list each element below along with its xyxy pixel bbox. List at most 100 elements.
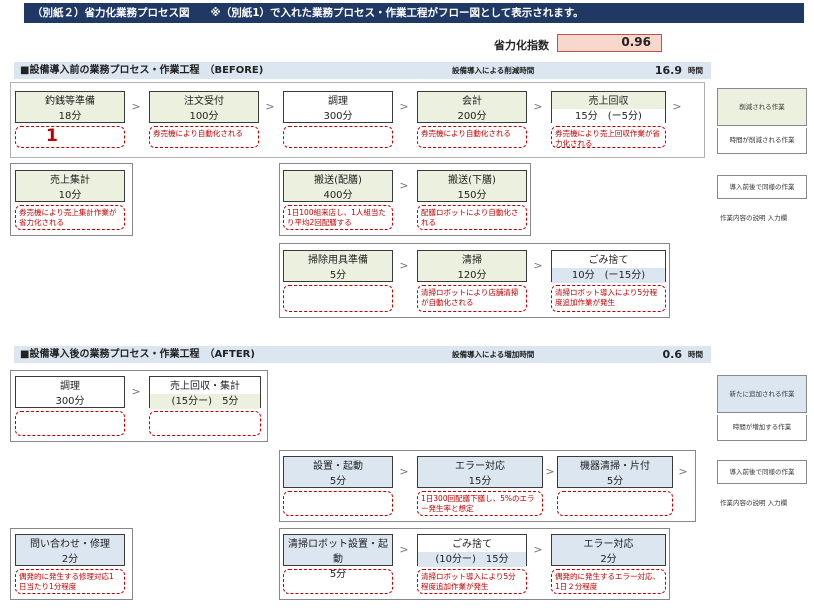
before-value: 16.9 <box>654 64 682 77</box>
before-title: ■設備導入前の業務プロセス・作業工程 （BEFORE) <box>20 65 264 76</box>
after-step-box: 調理 300分 <box>15 376 125 408</box>
before-step-box: 注文受付 100分 <box>149 91 259 123</box>
after-step-box: エラー対応 15分 <box>417 456 543 488</box>
after-row2-frame <box>279 450 696 522</box>
step-time: (15分ー) 5分 <box>150 394 260 409</box>
flow-arrow: > <box>399 259 409 272</box>
before-row3-frame <box>279 243 670 318</box>
step-time: 100分 <box>189 111 219 122</box>
legend-added-work: 新たに追加される作業 <box>717 375 807 413</box>
before-step-note[interactable]: 券売機により自動化される <box>417 126 527 148</box>
step-time: 5分 <box>329 270 347 281</box>
before-step-note[interactable]: 券売機により自動化される <box>149 126 259 148</box>
before-step-box: 調理 300分 <box>283 91 393 123</box>
after-title: ■設備導入後の業務プロセス・作業工程 （AFTER) <box>20 349 255 360</box>
flow-arrow: > <box>265 100 275 113</box>
step-time: 400分 <box>323 190 353 201</box>
flow-arrow: > <box>399 465 409 478</box>
step-name: 売上回収・集計 <box>150 377 260 394</box>
step-name: 釣銭等準備 <box>45 96 95 107</box>
step-name: 設置・起動 <box>313 461 363 472</box>
before-step-note[interactable]: 1 <box>15 126 125 148</box>
before-step-note[interactable]: 券売機により売上回収作業が省力化される <box>551 126 666 148</box>
before-step-box: 搬送(配膳) 400分 <box>283 170 393 202</box>
before-step-note[interactable] <box>283 285 393 312</box>
step-name: 調理 <box>328 96 348 107</box>
before-step-note[interactable]: 券売機により売上集計作業が省力化される <box>15 205 125 230</box>
after-step-note[interactable] <box>283 491 393 516</box>
after-step-note[interactable] <box>149 411 261 436</box>
before-step-note[interactable] <box>283 126 393 148</box>
after-row1-frame <box>10 370 268 442</box>
flow-arrow: > <box>545 465 555 478</box>
step-time: 18分 <box>58 111 82 122</box>
flow-arrow: > <box>672 100 682 113</box>
step-time: 5分 <box>606 476 624 487</box>
flow-arrow: > <box>131 100 141 113</box>
after-step-note[interactable]: 偶発的に発生するエラー対応、1日２分程度 <box>551 569 666 594</box>
before-step-box: 搬送(下膳) 150分 <box>417 170 527 202</box>
after-value: 0.6 <box>662 348 683 361</box>
before-step-box: 会計 200分 <box>417 91 527 123</box>
before-band: ■設備導入前の業務プロセス・作業工程 （BEFORE) 設備導入による削減時間 … <box>14 62 711 79</box>
before-step-note[interactable]: 配膳ロボットにより自動化される <box>417 205 527 230</box>
before-step-box: 掃除用具準備 5分 <box>283 250 393 282</box>
legend-input-desc: 作業内容の説明 入力欄 <box>720 499 788 507</box>
before-step-note[interactable]: 1日100組来店し、1人組当たり平均2回配膳する <box>283 205 393 230</box>
before-step-box: 売上回収 15分 (ー5分) <box>551 91 666 124</box>
step-name: 清掃 <box>462 255 482 266</box>
sheet-header: （別紙２）省力化業務プロセス図 ※（別紙1）で入れた業務プロセス・作業工程がフロ… <box>24 3 804 23</box>
legend-increased-time: 時間が増加する作業 <box>717 415 807 441</box>
before-step-note[interactable]: 清掃ロボット導入により5分程度追加作業が発生 <box>551 285 666 312</box>
flow-arrow: > <box>533 259 543 272</box>
after-step-note[interactable] <box>557 491 673 516</box>
flow-arrow: > <box>533 543 543 556</box>
index-label: 省力化指数 <box>494 39 549 52</box>
after-sub: 設備導入による増加時間 <box>452 350 535 359</box>
step-name: 問い合わせ・修理 <box>30 539 110 550</box>
after-band: ■設備導入後の業務プロセス・作業工程 （AFTER) 設備導入による増加時間 0… <box>14 346 711 363</box>
after-step-note[interactable] <box>283 569 393 594</box>
step-name: 清掃ロボット設置・起動 <box>288 539 388 565</box>
after-step-note[interactable]: 清掃ロボット導入により5分程度追加作業が発生 <box>417 569 527 594</box>
before-row2b-frame <box>279 163 531 236</box>
step-name: 搬送(下膳) <box>448 175 496 186</box>
before-step-box: 売上集計 10分 <box>15 170 125 202</box>
step-name: 機器清掃・片付 <box>580 461 650 472</box>
step-time: 150分 <box>457 190 487 201</box>
step-name: 注文受付 <box>184 96 224 107</box>
step-time: 10分 <box>58 190 82 201</box>
after-step-box: 売上回収・集計 (15分ー) 5分 <box>149 376 261 409</box>
step-name: 調理 <box>60 381 80 392</box>
flow-arrow: > <box>131 385 141 398</box>
legend-reduced-work: 削減される作業 <box>717 88 807 126</box>
flow-arrow: > <box>399 543 409 556</box>
index-value: 0.96 <box>557 34 662 52</box>
after-step-box: 清掃ロボット設置・起動 5分 <box>283 534 393 580</box>
after-row3b-frame <box>279 528 670 600</box>
before-step-note[interactable]: 清掃ロボットにより店舗清掃が自動化される <box>417 285 527 312</box>
before-row1-frame <box>10 82 705 158</box>
after-step-box: 機器清掃・片付 5分 <box>557 456 673 488</box>
after-step-note[interactable]: 1日300回配膳下膳し、5%のエラー発生率と想定 <box>417 491 543 516</box>
step-time: 300分 <box>323 111 353 122</box>
after-step-box: エラー対応 2分 <box>551 534 666 566</box>
step-name: エラー対応 <box>583 539 634 550</box>
before-step-box: 釣銭等準備 18分 <box>15 91 125 123</box>
step-name: エラー対応 <box>455 461 505 472</box>
step-time: 2分 <box>61 554 79 565</box>
after-step-note[interactable] <box>15 411 125 436</box>
step-name: ごみ捨て <box>588 255 629 266</box>
after-row3a-frame <box>10 528 133 600</box>
step-time: 15分 (ー5分) <box>552 109 665 124</box>
flow-arrow: > <box>399 179 409 192</box>
step-time: 5分 <box>329 476 347 487</box>
step-name: ごみ捨て <box>418 535 526 552</box>
after-step-box: 問い合わせ・修理 2分 <box>15 534 125 566</box>
legend-input-desc: 作業内容の説明 入力欄 <box>720 214 788 222</box>
before-row2a-frame <box>10 163 133 236</box>
step-name: 搬送(配膳) <box>314 175 362 186</box>
step-time: 2分 <box>600 554 617 565</box>
step-time: 300分 <box>55 396 85 407</box>
after-step-note[interactable]: 偶発的に発生する修理対応1日当たり1分程度 <box>15 569 125 594</box>
